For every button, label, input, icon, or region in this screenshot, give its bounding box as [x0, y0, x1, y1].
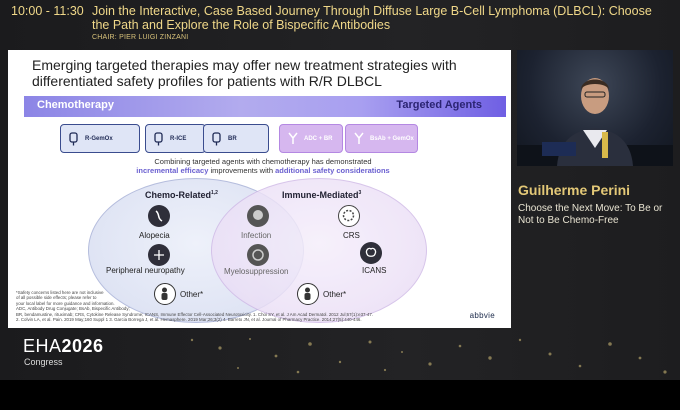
presentation-slide: Emerging targeted therapies may offer ne…	[8, 50, 511, 328]
brain-icon	[360, 242, 382, 264]
antibody-icon	[352, 131, 365, 146]
regimen-rice: R-ICE	[145, 124, 206, 153]
item-icans: ICANS	[362, 266, 387, 275]
combination-connector: improvements with	[208, 166, 276, 175]
sponsor-logo: abbvie	[469, 311, 495, 320]
speaker-video	[517, 50, 673, 166]
item-infection: Infection	[241, 231, 272, 240]
speaker-silhouette	[517, 78, 673, 166]
regimen-label: ADC + BR	[304, 135, 333, 142]
item-crs: CRS	[343, 231, 360, 240]
regimen-label: R-GemOx	[85, 135, 113, 142]
band-targeted-label: Targeted Agents	[396, 99, 482, 111]
iv-bag-icon	[152, 131, 165, 146]
letterbox-bar	[0, 380, 680, 410]
combination-statement: Combining targeted agents with chemother…	[68, 157, 458, 175]
combination-efficacy: incremental efficacy	[136, 166, 209, 175]
venn-chemo-label: Chemo-Related1,2	[145, 190, 218, 200]
speaker-name: Guilherme Perini	[518, 182, 631, 198]
bone-marrow-icon	[247, 244, 269, 266]
item-neuropathy: Peripheral neuropathy	[106, 266, 185, 275]
regimen-adc-br: ADC + BR	[279, 124, 343, 153]
category-band: Chemotherapy Targeted Agents	[24, 96, 506, 117]
person-icon	[297, 283, 319, 305]
infection-head-icon	[247, 205, 269, 227]
session-title: Join the Interactive, Case Based Journey…	[92, 4, 652, 32]
combination-safety: additional safety considerations	[275, 166, 390, 175]
iv-bag-icon	[67, 131, 80, 146]
nerve-icon	[148, 244, 170, 266]
venn-immune-label: Immune-Mediated3	[282, 190, 362, 200]
hair-icon	[148, 205, 170, 227]
venn-immune-circle	[211, 178, 427, 323]
regimen-bsab-gemox: BsAb + GemOx	[345, 124, 418, 153]
band-chemotherapy-label: Chemotherapy	[37, 99, 115, 111]
regimen-label: BsAb + GemOx	[370, 135, 414, 142]
slide-footnotes: *Safety concerns listed here are not inc…	[16, 290, 374, 323]
regimen-br: BR	[203, 124, 269, 153]
congress-label: Congress	[24, 357, 63, 367]
item-chemo-other: Other*	[180, 290, 204, 299]
antibody-icon	[286, 131, 299, 146]
regimen-label: BR	[228, 135, 237, 142]
decorative-dots	[190, 338, 667, 374]
person-icon	[154, 283, 176, 305]
item-myelosuppression: Myelosuppression	[224, 267, 289, 276]
slide-title: Emerging targeted therapies may offer ne…	[32, 57, 457, 89]
congress-logo: EHA2026	[23, 336, 104, 357]
item-alopecia: Alopecia	[139, 231, 170, 240]
regimen-label: R-ICE	[170, 135, 187, 142]
congress-logo-eha: EHA	[23, 336, 62, 356]
congress-logo-year: 2026	[61, 336, 104, 356]
talk-title: Choose the Next Move: To Be or Not to Be…	[518, 203, 663, 226]
iv-bag-icon	[210, 131, 223, 146]
regimen-rgemox: R-GemOx	[60, 124, 140, 153]
session-time: 10:00 - 11:30	[11, 4, 84, 18]
cytokine-icon	[338, 205, 360, 227]
session-chair: CHAIR: PIER LUIGI ZINZANI	[92, 34, 189, 41]
combination-line1: Combining targeted agents with chemother…	[154, 157, 372, 166]
item-immune-other: Other*	[323, 290, 347, 299]
